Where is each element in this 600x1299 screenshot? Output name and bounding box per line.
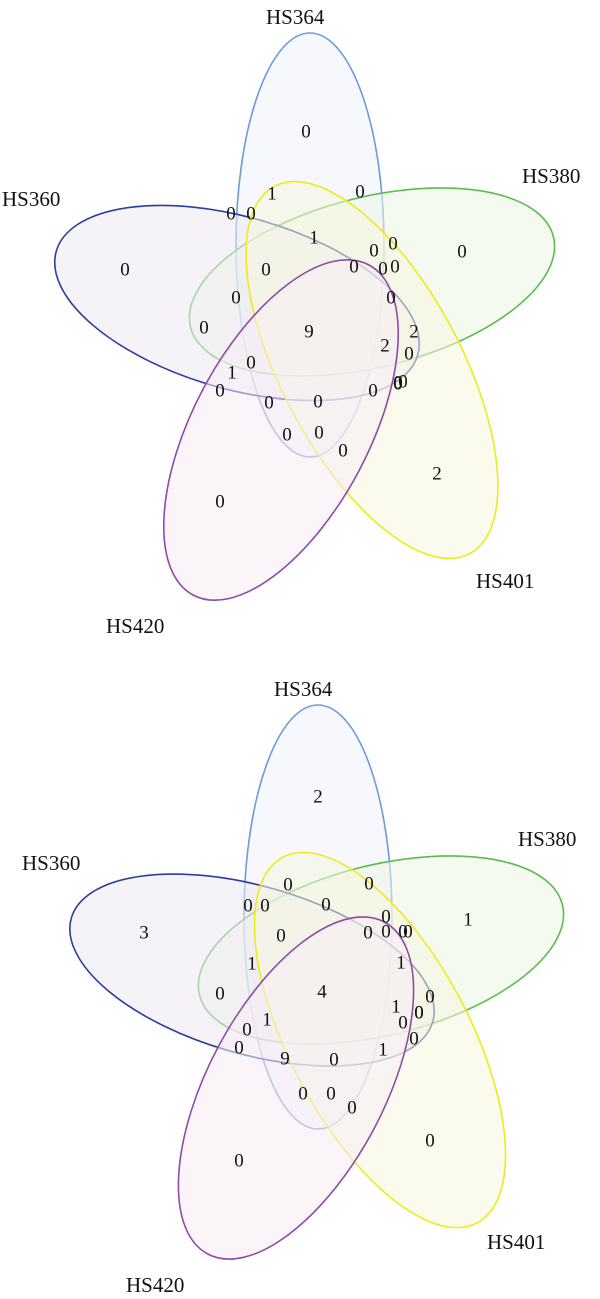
region-count: 2 — [432, 463, 442, 484]
region-count: 1 — [391, 996, 401, 1017]
region-count: 0 — [425, 986, 435, 1007]
region-count: 0 — [199, 317, 209, 338]
label-hs364: HS364 — [274, 677, 333, 701]
region-count: 0 — [246, 352, 256, 373]
region-count: 9 — [280, 1048, 290, 1069]
label-hs360: HS360 — [22, 851, 80, 875]
region-count: 0 — [242, 1019, 252, 1040]
region-count: 0 — [246, 203, 256, 224]
region-count: 0 — [347, 1097, 357, 1118]
region-count: 0 — [243, 895, 253, 916]
region-count: 0 — [329, 1049, 339, 1070]
region-count: 0 — [393, 372, 403, 393]
region-count: 0 — [301, 121, 311, 142]
region-count: 0 — [234, 1150, 244, 1171]
label-hs420: HS420 — [106, 614, 164, 638]
region-count: 1 — [396, 952, 406, 973]
region-count: 0 — [403, 921, 413, 942]
label-hs401: HS401 — [476, 569, 534, 593]
region-count: 0 — [381, 921, 391, 942]
region-count: 0 — [388, 233, 398, 254]
region-count: 0 — [368, 380, 378, 401]
region-count: 0 — [378, 258, 388, 279]
region-count: 0 — [276, 925, 286, 946]
label-hs360: HS360 — [2, 187, 60, 211]
label-hs364: HS364 — [266, 5, 325, 29]
region-count: 3 — [139, 922, 149, 943]
region-count: 0 — [283, 874, 293, 895]
region-count: 0 — [398, 921, 408, 942]
venn-diagram-1: HS364 HS380 HS360 HS401 HS420 0 0 0 2 0 … — [2, 5, 580, 638]
region-count: 0 — [425, 1130, 435, 1151]
region-count: 4 — [317, 981, 327, 1002]
region-count: 0 — [404, 343, 414, 364]
region-count: 2 — [313, 786, 323, 807]
region-count: 0 — [355, 181, 365, 202]
venn-diagram-2: HS364 HS380 HS360 HS401 HS420 2 1 3 0 0 … — [22, 677, 576, 1297]
region-count: 1 — [267, 183, 277, 204]
region-count: 0 — [393, 373, 403, 394]
region-count: 0 — [398, 1012, 408, 1033]
region-count: 0 — [326, 1083, 336, 1104]
ellipse-hs420 — [162, 258, 400, 602]
region-count: 0 — [386, 287, 396, 308]
region-counts: 0 0 0 2 0 1 0 0 0 0 1 0 0 0 0 0 0 0 9 2 … — [120, 121, 467, 512]
region-count: 0 — [215, 380, 225, 401]
region-count: 1 — [309, 227, 319, 248]
region-count: 2 — [409, 321, 419, 342]
region-count: 0 — [414, 1002, 424, 1023]
region-count: 0 — [313, 391, 323, 412]
region-count: 0 — [234, 1037, 244, 1058]
label-hs380: HS380 — [522, 164, 580, 188]
region-count: 0 — [363, 922, 373, 943]
region-count: 0 — [264, 392, 274, 413]
region-count: 0 — [457, 241, 467, 262]
region-count: 0 — [260, 895, 270, 916]
region-count: 9 — [304, 321, 314, 342]
region-count: 0 — [390, 256, 400, 277]
label-hs380: HS380 — [518, 827, 576, 851]
ellipse-hs420 — [177, 916, 415, 1260]
region-count: 0 — [369, 240, 379, 261]
region-count: 0 — [215, 491, 225, 512]
region-count: 0 — [261, 259, 271, 280]
region-count: 0 — [321, 894, 331, 915]
label-hs420: HS420 — [126, 1273, 184, 1297]
region-counts: 2 1 3 0 0 0 0 0 0 0 0 0 0 0 0 1 1 0 4 1 … — [139, 786, 473, 1171]
region-count: 1 — [247, 953, 257, 974]
region-count: 0 — [398, 371, 408, 392]
region-count: 0 — [298, 1083, 308, 1104]
region-count: 0 — [282, 424, 292, 445]
label-hs401: HS401 — [487, 1230, 545, 1254]
region-count: 1 — [227, 362, 237, 383]
region-count: 0 — [381, 906, 391, 927]
region-count: 0 — [120, 259, 130, 280]
region-count: 0 — [409, 1028, 419, 1049]
region-count: 0 — [338, 440, 348, 461]
region-count: 1 — [463, 909, 473, 930]
region-count: 0 — [364, 873, 374, 894]
region-count: 0 — [231, 287, 241, 308]
region-count: 0 — [215, 983, 225, 1004]
region-count: 1 — [378, 1039, 388, 1060]
region-count: 0 — [314, 422, 324, 443]
region-count: 2 — [380, 335, 390, 356]
region-count: 1 — [262, 1009, 272, 1030]
region-count: 0 — [414, 1002, 424, 1023]
region-count: 0 — [226, 203, 236, 224]
region-count: 0 — [349, 256, 359, 277]
